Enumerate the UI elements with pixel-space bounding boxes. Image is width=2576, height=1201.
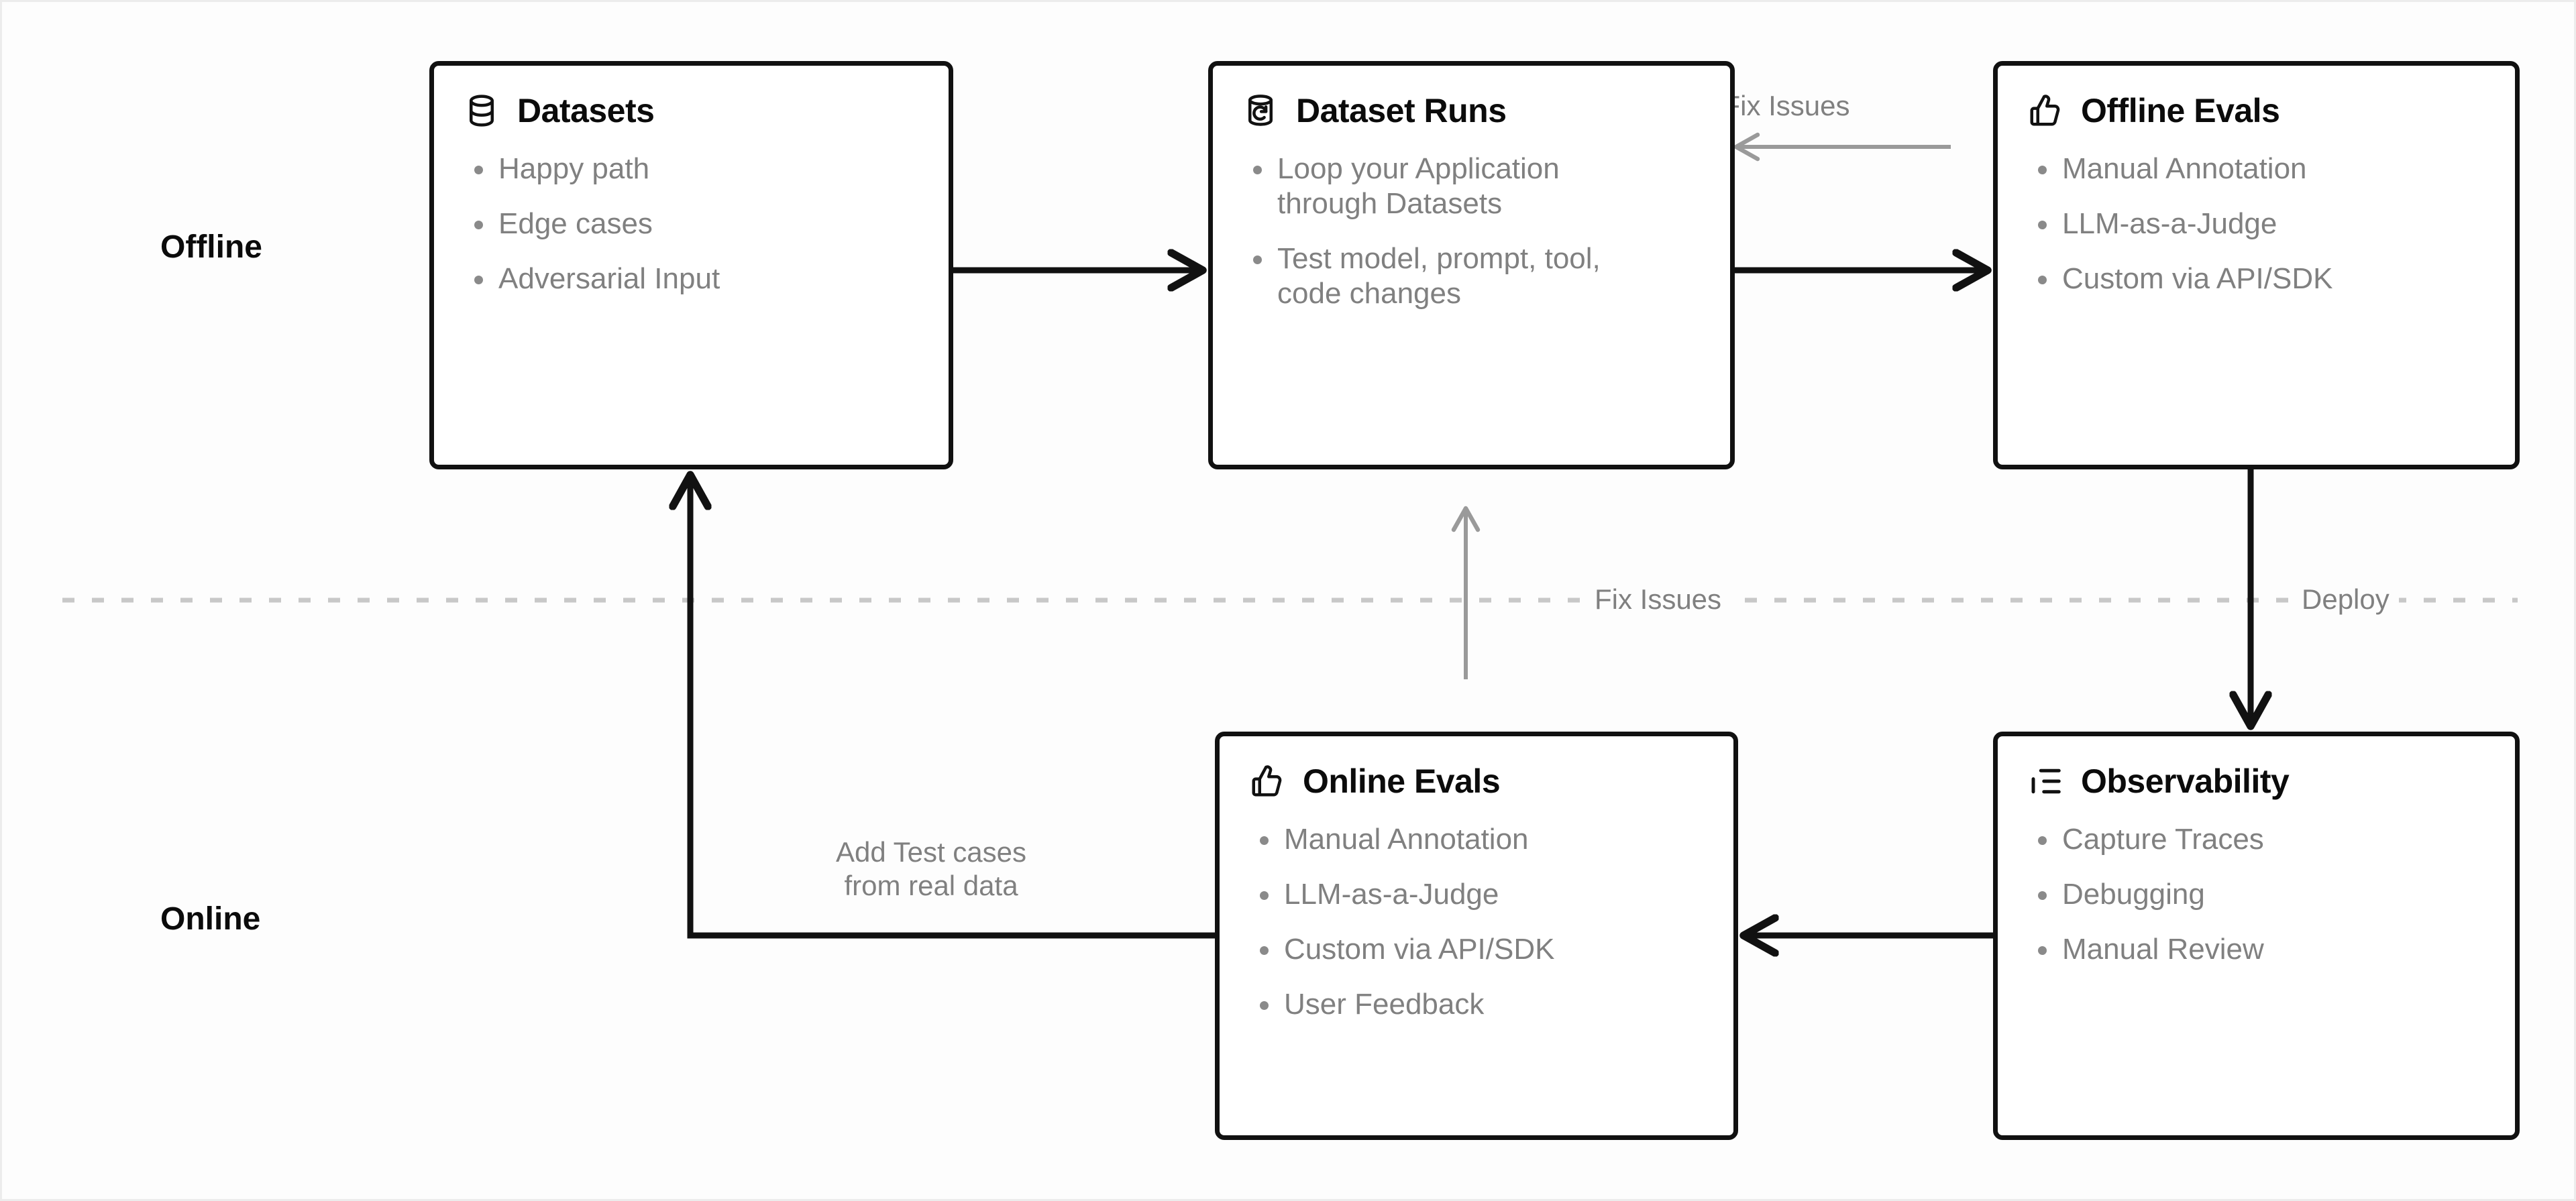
- list-item: Loop your Application through Datasets: [1242, 152, 1701, 221]
- list-item: Custom via API/SDK: [2027, 262, 2485, 296]
- node-header: Observability: [2027, 763, 2485, 799]
- node-bullet-list: Happy path Edge cases Adversarial Input: [464, 152, 919, 296]
- list-item: Happy path: [464, 152, 919, 186]
- section-label-offline: Offline: [160, 229, 262, 265]
- node-title: Observability: [2081, 762, 2290, 800]
- node-bullet-list: Manual Annotation LLM-as-a-Judge Custom …: [1249, 822, 1704, 1022]
- list-tree-icon: [2031, 768, 2061, 794]
- node-bullet-list: Loop your Application through Datasets T…: [1242, 152, 1701, 311]
- node-bullet-list: Capture Traces Debugging Manual Review: [2027, 822, 2485, 967]
- node-online-evals[interactable]: Online Evals Manual Annotation LLM-as-a-…: [1215, 732, 1738, 1140]
- list-item: LLM-as-a-Judge: [2027, 207, 2485, 241]
- list-item: User Feedback: [1249, 987, 1704, 1022]
- edge-label-add-test-cases: Add Test cases from real data: [826, 836, 1036, 903]
- list-item: Manual Annotation: [2027, 152, 2485, 186]
- node-title: Offline Evals: [2081, 91, 2280, 129]
- node-header: Online Evals: [1249, 763, 1704, 799]
- node-title: Datasets: [517, 91, 655, 129]
- node-datasets[interactable]: Datasets Happy path Edge cases Adversari…: [429, 61, 953, 469]
- list-item: Debugging: [2027, 877, 2485, 912]
- list-item: Manual Annotation: [1249, 822, 1704, 857]
- edge-label-fix-issues-online: Fix Issues: [1585, 583, 1731, 616]
- node-header: Offline Evals: [2027, 93, 2485, 129]
- node-dataset-runs[interactable]: Dataset Runs Loop your Application throu…: [1208, 61, 1735, 469]
- edge-label-deploy: Deploy: [2292, 583, 2399, 616]
- node-bullet-list: Manual Annotation LLM-as-a-Judge Custom …: [2027, 152, 2485, 296]
- list-item: Adversarial Input: [464, 262, 919, 296]
- list-item: Edge cases: [464, 207, 919, 241]
- database-icon: [470, 95, 494, 127]
- list-item: LLM-as-a-Judge: [1249, 877, 1704, 912]
- list-item: Custom via API/SDK: [1249, 932, 1704, 967]
- node-header: Dataset Runs: [1242, 93, 1701, 129]
- list-item: Test model, prompt, tool, code changes: [1242, 241, 1701, 311]
- node-offline-evals[interactable]: Offline Evals Manual Annotation LLM-as-a…: [1993, 61, 2520, 469]
- list-item: Manual Review: [2027, 932, 2485, 967]
- node-title: Online Evals: [1303, 762, 1501, 800]
- section-label-online: Online: [160, 901, 261, 937]
- database-refresh-icon: [1248, 95, 1273, 126]
- edge-label-fix-issues-offline: Fix Issues: [1713, 89, 1860, 123]
- list-item: Capture Traces: [2027, 822, 2485, 857]
- thumbs-up-icon: [2030, 95, 2060, 126]
- thumbs-up-icon: [1252, 765, 1282, 797]
- node-header: Datasets: [464, 93, 919, 129]
- node-observability[interactable]: Observability Capture Traces Debugging M…: [1993, 732, 2520, 1140]
- node-title: Dataset Runs: [1296, 91, 1507, 129]
